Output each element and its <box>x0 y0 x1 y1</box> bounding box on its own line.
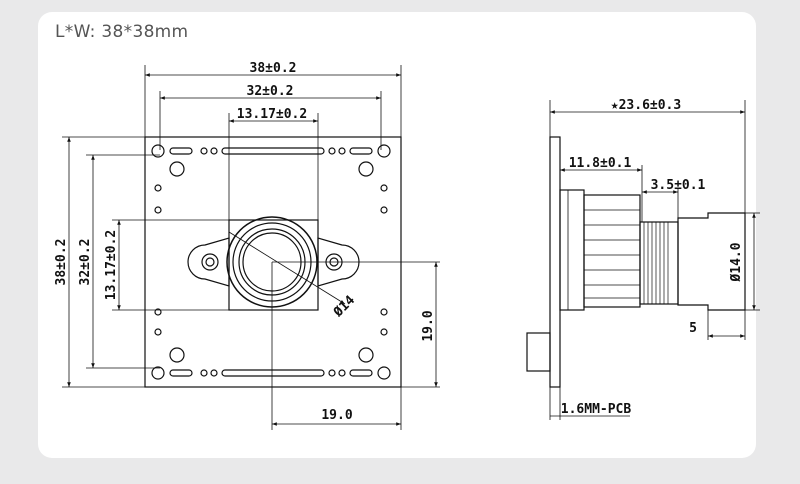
label-width-lens-mount: 13.17±0.2 <box>237 107 307 122</box>
front-view <box>62 65 440 430</box>
drawing-card <box>38 12 756 458</box>
side-view <box>526 100 760 420</box>
side-connector <box>526 332 551 372</box>
label-mount-depth: 11.8±0.1 <box>569 156 632 171</box>
dimensions-caption: L*W: 38*38mm <box>55 22 189 42</box>
label-height-holes: 32±0.2 <box>78 239 93 286</box>
label-pcb-thickness: 1.6MM-PCB <box>561 402 632 417</box>
label-height-outer: 38±0.2 <box>54 239 69 286</box>
side-lens-thread <box>639 221 679 305</box>
lens-mount <box>228 219 319 311</box>
label-thread-depth: 3.5±0.1 <box>651 178 706 193</box>
label-offset-horizontal: 19.0 <box>321 408 352 423</box>
label-lens-length: 5 <box>689 321 697 336</box>
label-width-outer: 38±0.2 <box>250 61 297 76</box>
label-offset-vertical: 19.0 <box>421 310 436 341</box>
label-height-lens-mount: 13.17±0.2 <box>104 230 119 300</box>
label-total-depth: ★23.6±0.3 <box>611 98 681 113</box>
side-lens-barrel <box>583 194 641 308</box>
side-pcb <box>549 136 561 388</box>
label-width-holes: 32±0.2 <box>247 84 294 99</box>
label-side-lens-diameter: Ø14.0 <box>729 242 744 282</box>
